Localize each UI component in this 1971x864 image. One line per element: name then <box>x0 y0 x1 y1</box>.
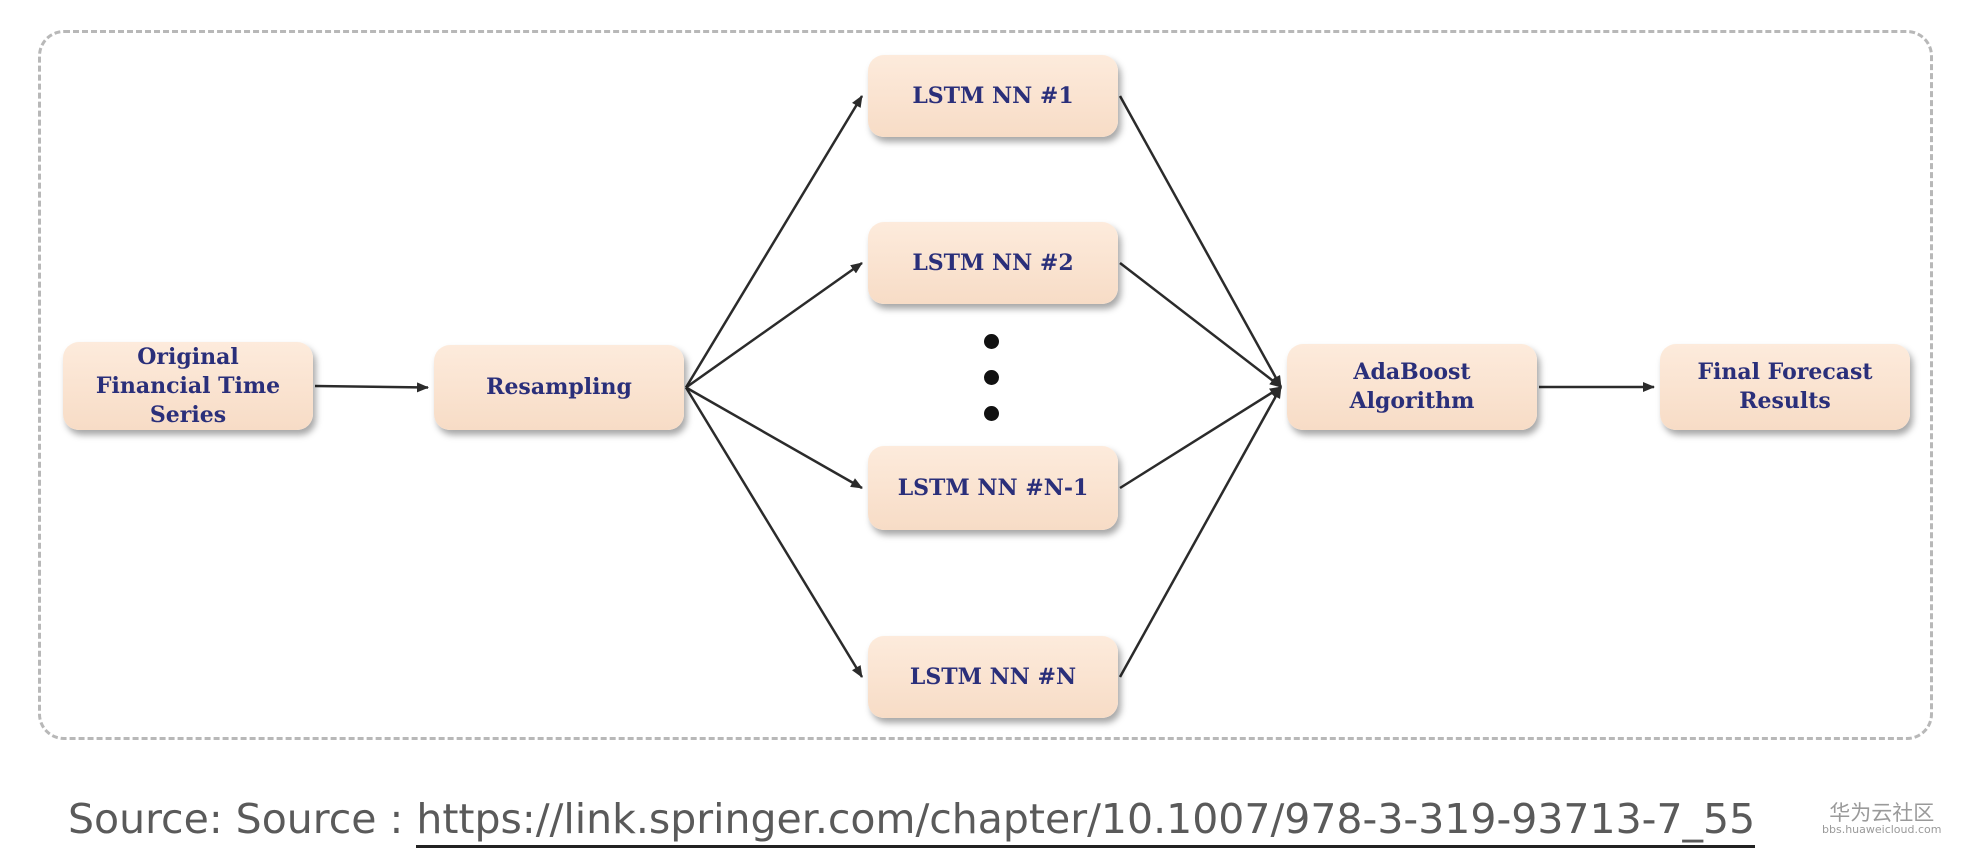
arrow-lstm2-to-adaboost <box>1119 262 1282 388</box>
arrow-resampling-to-lstm1 <box>684 95 864 389</box>
site-watermark: 华为云社区 bbs.huaweicloud.com <box>1822 802 1941 836</box>
node-lstm-nn-1: LSTM NN #1 <box>868 55 1118 137</box>
node-lstm-nn-n: LSTM NN #N <box>868 636 1118 718</box>
node-lstm-nn-2: LSTM NN #2 <box>868 222 1118 304</box>
ellipsis-dot-1 <box>984 334 999 349</box>
arrow-lstm1-to-adaboost <box>1118 95 1283 388</box>
ellipsis-dot-2 <box>984 370 999 385</box>
node-final-forecast-results: Final Forecast Results <box>1660 344 1910 430</box>
node-lstm-nn-n-minus-1: LSTM NN #N-1 <box>868 446 1118 530</box>
node-adaboost-algorithm: AdaBoost Algorithm <box>1287 344 1537 430</box>
arrow-resampling-to-lstmn1 <box>685 386 863 490</box>
watermark-sub-text: bbs.huaweicloud.com <box>1822 823 1942 837</box>
source-caption: Source: Source : https://link.springer.c… <box>68 795 1756 848</box>
node-original-financial-time-series: Original Financial Time Series <box>63 342 313 430</box>
ellipsis-dot-3 <box>984 406 999 421</box>
source-caption-prefix: Source: Source : <box>68 795 417 843</box>
watermark-main-text: 华为云社区 <box>1829 801 1935 825</box>
edge-group <box>314 95 1655 678</box>
arrow-original-to-resampling <box>314 382 429 393</box>
node-resampling: Resampling <box>434 345 684 430</box>
arrow-resampling-to-lstmn <box>684 386 864 678</box>
arrow-resampling-to-lstm2 <box>685 261 863 389</box>
arrow-lstmn-to-adaboost <box>1118 386 1283 678</box>
arrow-lstmn1-to-adaboost <box>1119 385 1282 490</box>
diagram-frame <box>38 30 1933 740</box>
source-link[interactable]: https://link.springer.com/chapter/10.100… <box>416 795 1756 848</box>
